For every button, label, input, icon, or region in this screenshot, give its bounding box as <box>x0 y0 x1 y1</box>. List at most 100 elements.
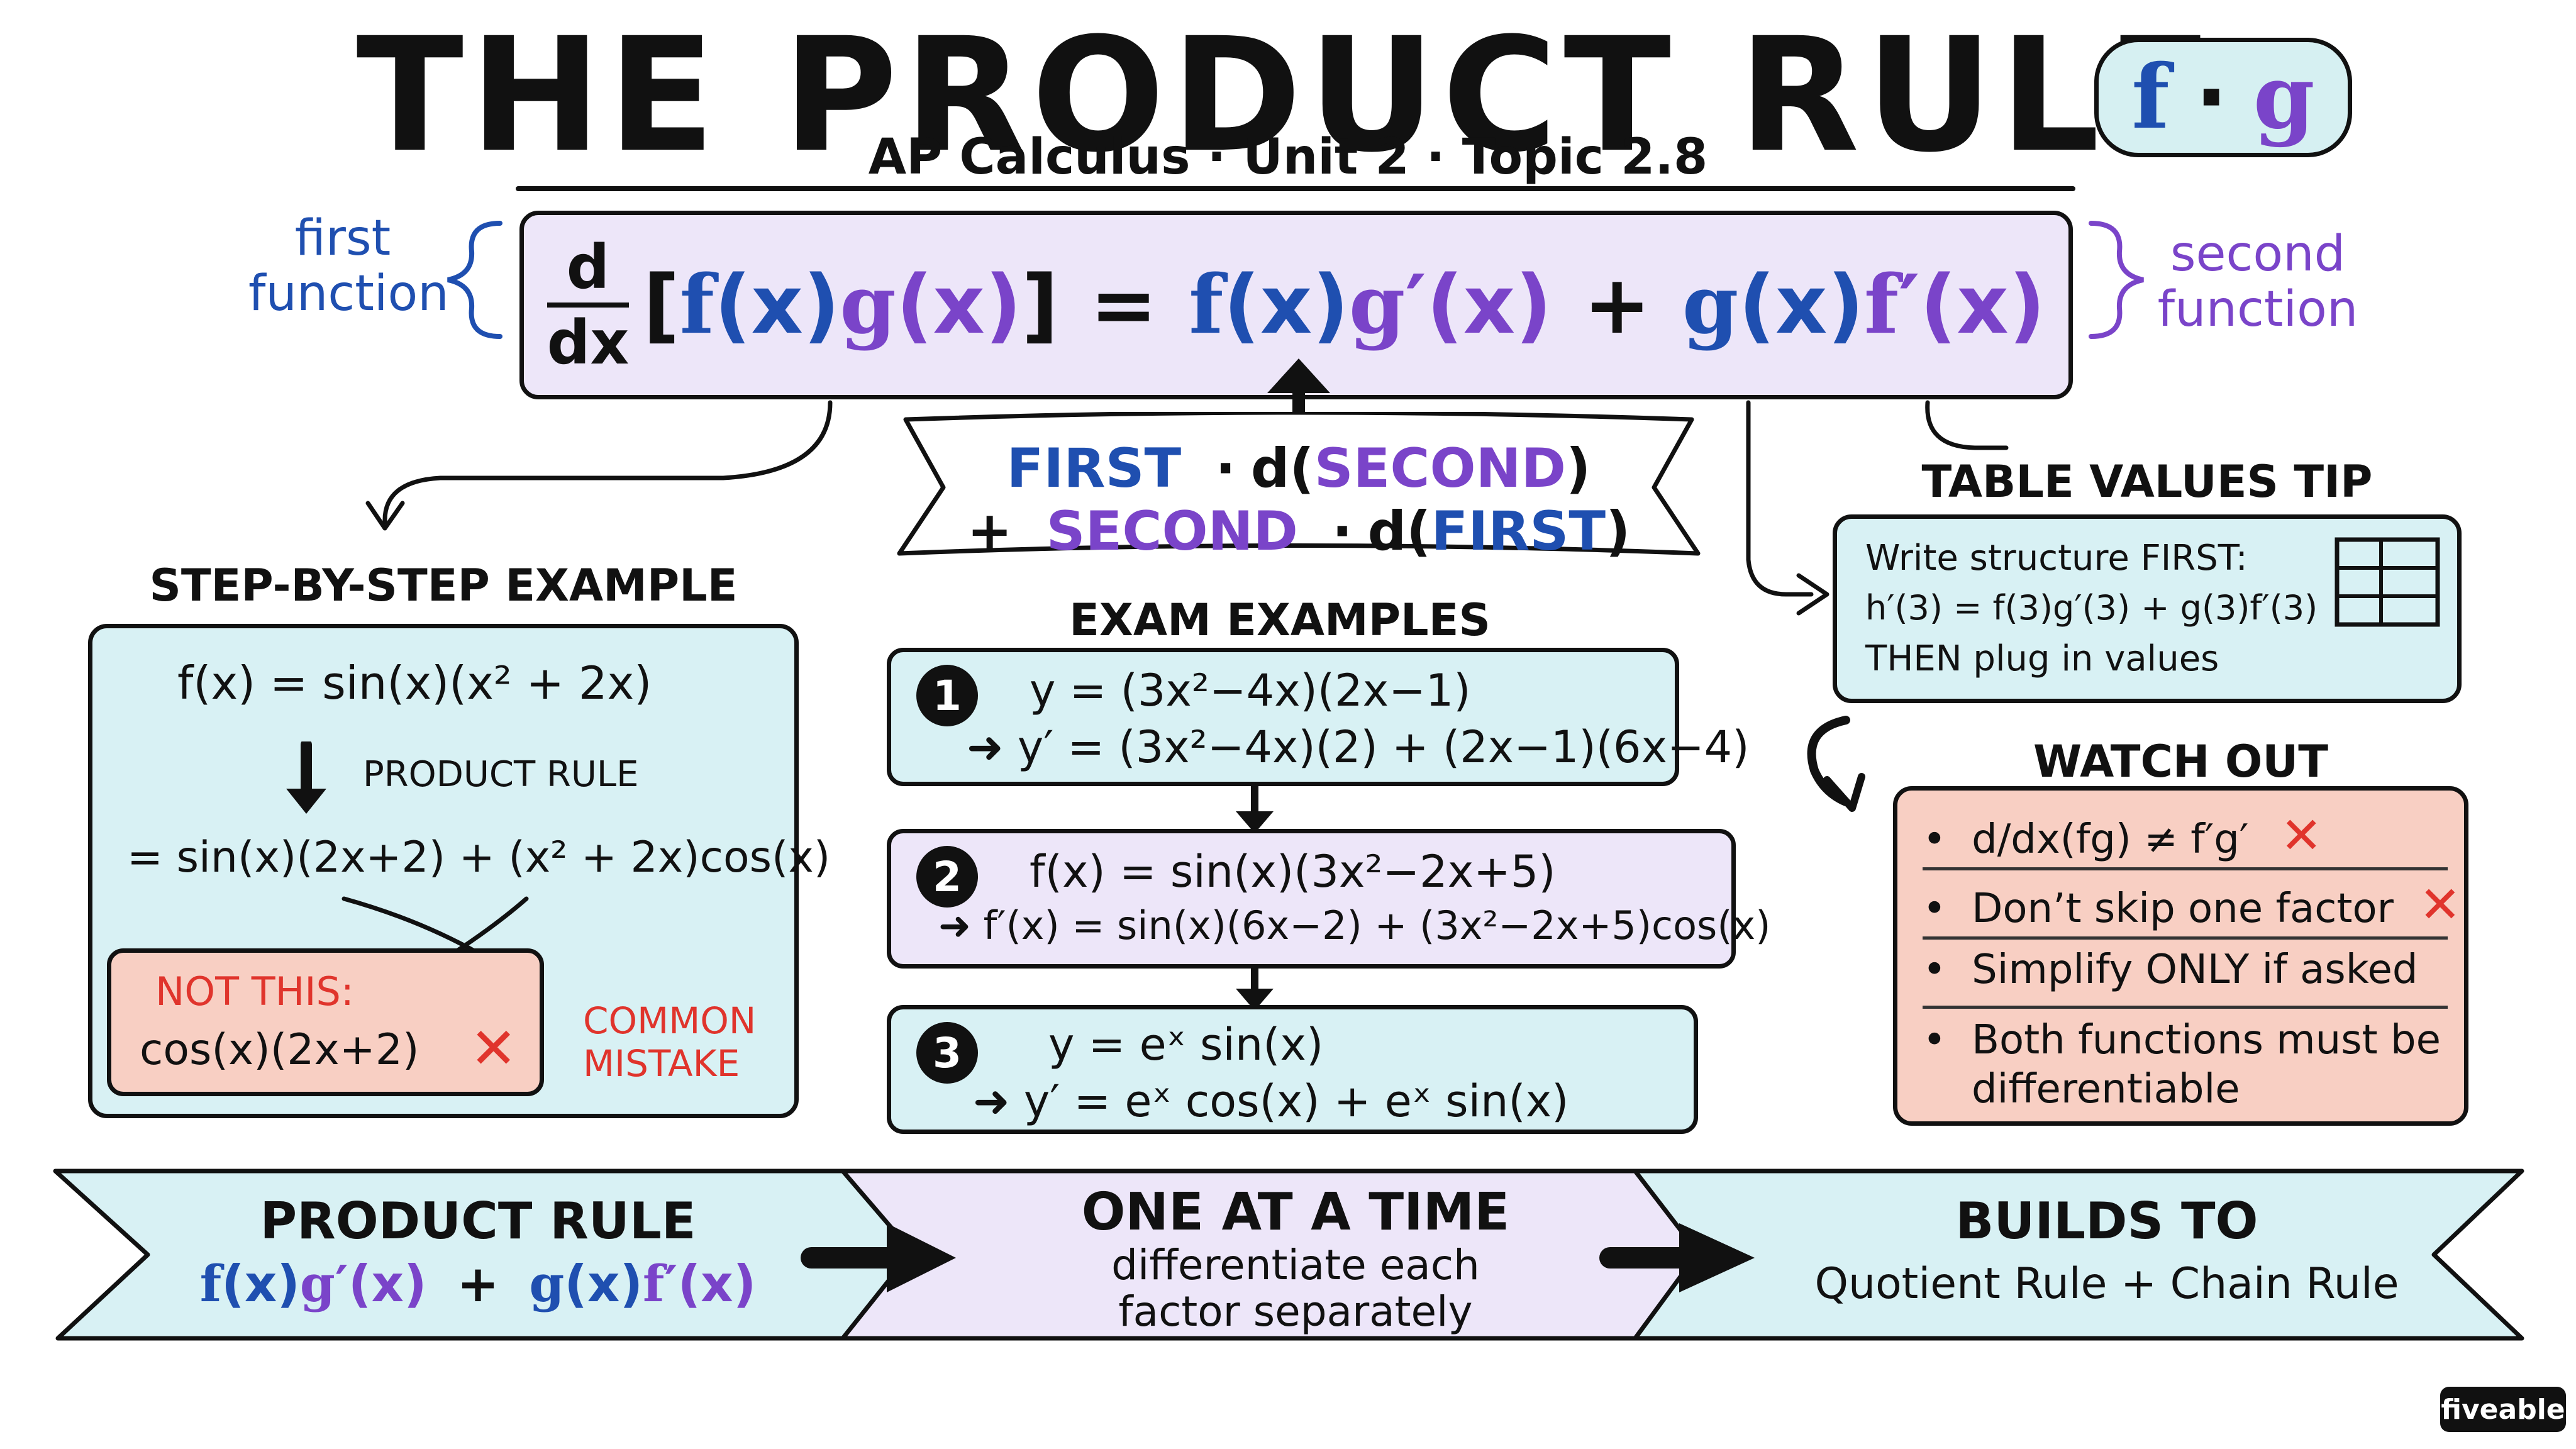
footer-f-prime: f′ <box>643 1254 678 1313</box>
footer-g-prime: g′ <box>299 1254 348 1313</box>
example-1-answer: ➜ y′ = (3x²−4x)(2) + (2x−1)(6x−4) <box>967 721 1750 773</box>
mnemonic-banner-shape <box>897 412 1701 556</box>
mnemonic-d-open: d( <box>1250 437 1314 500</box>
exam-example-3: 3 y = eˣ sin(x) ➜ y′ = eˣ cos(x) + eˣ si… <box>887 1005 1698 1134</box>
mnemonic-first: FIRST <box>1006 437 1182 500</box>
mnemonic-line-1: FIRST ·d(SECOND) <box>880 437 1717 500</box>
common-mistake-line2: MISTAKE <box>583 1042 740 1085</box>
watch-out-item-1-text: d/dx(fg) ≠ f′g′ <box>1972 816 2249 863</box>
mnemonic-close-2: ) <box>1606 500 1631 563</box>
right-brace-icon <box>2089 221 2144 339</box>
second-function-label-line1: second <box>2170 226 2346 282</box>
product-rule-step-label: PRODUCT RULE <box>363 754 639 795</box>
common-mistake-label: COMMON MISTAKE <box>583 999 756 1085</box>
example-3-answer-text: y′ = eˣ cos(x) + eˣ sin(x) <box>1023 1075 1569 1127</box>
rhs-f-prime-arg: (x) <box>1919 258 2046 352</box>
mnemonic-dot-1: · <box>1215 437 1236 500</box>
footer-g-prime-arg: (x) <box>348 1255 427 1313</box>
watch-out-item-4-text: Both functions must be <box>1972 1017 2441 1063</box>
footer-panel-2-line2: factor separately <box>1118 1287 1473 1336</box>
first-function-label: first function <box>248 210 449 322</box>
wrong-x-icon: ✕ <box>2419 875 2462 934</box>
footer-panel-product-rule: PRODUCT RULE f(x)g′(x) + g(x)f′(x) <box>164 1192 792 1313</box>
example-1-answer-text: y′ = (3x²−4x)(2) + (2x−1)(6x−4) <box>1017 721 1750 773</box>
rhs-plus: + <box>1583 258 1651 352</box>
not-this-label: NOT THIS: <box>155 969 354 1014</box>
example-1-question: y = (3x²−4x)(2x−1) <box>1030 665 1471 716</box>
watch-out-item-3: • Simplify ONLY if asked <box>1923 947 2418 993</box>
bullet-icon: • <box>1923 947 1946 993</box>
footer-f-prime-arg: (x) <box>677 1255 757 1313</box>
exam-example-2: 2 f(x) = sin(x)(3x²−2x+5) ➜ f′(x) = sin(… <box>887 829 1770 969</box>
step-example-title: STEP-BY-STEP EXAMPLE <box>149 560 738 611</box>
right-arrow-icon: ➜ <box>967 721 1004 773</box>
watch-out-divider <box>1923 1006 2448 1009</box>
formula-f-arg: (x) <box>714 258 840 352</box>
step-line-2: = sin(x)(2x+2) + (x² + 2x)cos(x) <box>127 833 831 882</box>
down-arrow-icon <box>286 741 326 814</box>
tip-line-1: Write structure FIRST: <box>1865 538 2248 579</box>
footer-f: f <box>199 1254 222 1313</box>
footer-g-arg: (x) <box>564 1255 643 1313</box>
derivative-operator: d dx <box>547 236 630 374</box>
bullet-icon: • <box>1923 816 1946 863</box>
fg-badge: f · g <box>2094 38 2352 157</box>
second-function-label-line2: function <box>2157 281 2358 338</box>
example-2-answer: ➜ f′(x) = sin(x)(6x−2) + (3x²−2x+5)cos(x… <box>938 902 1770 948</box>
watch-out-item-3-text: Simplify ONLY if asked <box>1972 947 2418 993</box>
rhs-g-arg: (x) <box>1738 258 1864 352</box>
badge-g: g <box>2253 46 2315 149</box>
tip-line-3: THEN plug in values <box>1865 638 2219 679</box>
right-arrow-icon: ➜ <box>938 902 971 948</box>
page-title: THE PRODUCT RULE <box>356 4 2220 187</box>
exam-examples-title: EXAM EXAMPLES <box>1069 594 1491 646</box>
example-number-2: 2 <box>916 846 978 908</box>
table-grid-icon <box>2334 537 2440 627</box>
page-subtitle: AP Calculus · Unit 2 · Topic 2.8 <box>868 129 1708 186</box>
table-tip-title: TABLE VALUES TIP <box>1921 456 2373 508</box>
rhs-g-prime-arg: (x) <box>1426 258 1552 352</box>
watch-out-card: • d/dx(fg) ≠ f′g′ ✕ • Don’t skip one fac… <box>1893 786 2468 1126</box>
mnemonic-line-2: + SECOND ·d(FIRST) <box>880 500 1717 563</box>
rhs-g-prime: g′ <box>1348 258 1427 352</box>
footer-g: g <box>529 1254 565 1313</box>
watch-out-item-4-text-2: differentiable <box>1972 1066 2240 1113</box>
watch-out-divider <box>1923 936 2448 940</box>
badge-dot: · <box>2194 46 2228 149</box>
footer-f-arg: (x) <box>221 1255 300 1313</box>
derivative-d: d <box>566 232 610 303</box>
not-this-card: NOT THIS: cos(x)(2x+2) ✕ <box>107 948 544 1096</box>
not-this-expression: cos(x)(2x+2) <box>140 1025 419 1075</box>
watch-out-item-4: • Both functions must be differentiable <box>1923 1016 2441 1114</box>
first-function-label-line2: function <box>248 265 449 322</box>
example-number-1: 1 <box>916 665 978 726</box>
step-line-1: f(x) = sin(x)(x² + 2x) <box>177 657 652 709</box>
mnemonic-second-2: SECOND <box>1046 500 1298 563</box>
bracket-close: ] <box>1021 258 1058 352</box>
footer-panel-one-at-a-time: ONE AT A TIME differentiate each factor … <box>962 1182 1629 1335</box>
watch-out-item-2: • Don’t skip one factor ✕ <box>1923 875 2461 934</box>
footer-panel-1-title: PRODUCT RULE <box>260 1192 696 1250</box>
badge-f: f <box>2131 46 2170 149</box>
footer-panel-1-formula: f(x)g′(x) + g(x)f′(x) <box>164 1254 792 1313</box>
footer-panel-2-title: ONE AT A TIME <box>1081 1182 1510 1242</box>
tip-line-2: h′(3) = f(3)g′(3) + g(3)f′(3) <box>1865 588 2318 628</box>
footer-panel-2-line1: differentiate each <box>1111 1241 1480 1289</box>
formula-equals: = <box>1089 258 1158 352</box>
mnemonic-first-2: FIRST <box>1431 500 1606 563</box>
rhs-f: f <box>1189 258 1224 352</box>
mnemonic-close-1: ) <box>1566 437 1591 500</box>
watch-out-divider <box>1923 867 2448 870</box>
rhs-f-prime: f′ <box>1863 258 1920 352</box>
exam-example-1: 1 y = (3x²−4x)(2x−1) ➜ y′ = (3x²−4x)(2) … <box>887 648 1750 786</box>
mnemonic-plus: + <box>967 500 1013 563</box>
brand-logo: fiveable <box>2440 1387 2566 1432</box>
footer-panel-3-title: BUILDS TO <box>1955 1192 2258 1250</box>
example-3-answer: ➜ y′ = eˣ cos(x) + eˣ sin(x) <box>973 1075 1568 1127</box>
watch-out-item-2-text: Don’t skip one factor <box>1972 886 2394 932</box>
first-function-label-line1: first <box>294 210 391 267</box>
footer-plus: + <box>457 1255 499 1313</box>
watch-out-item-1: • d/dx(fg) ≠ f′g′ ✕ <box>1923 806 2323 865</box>
